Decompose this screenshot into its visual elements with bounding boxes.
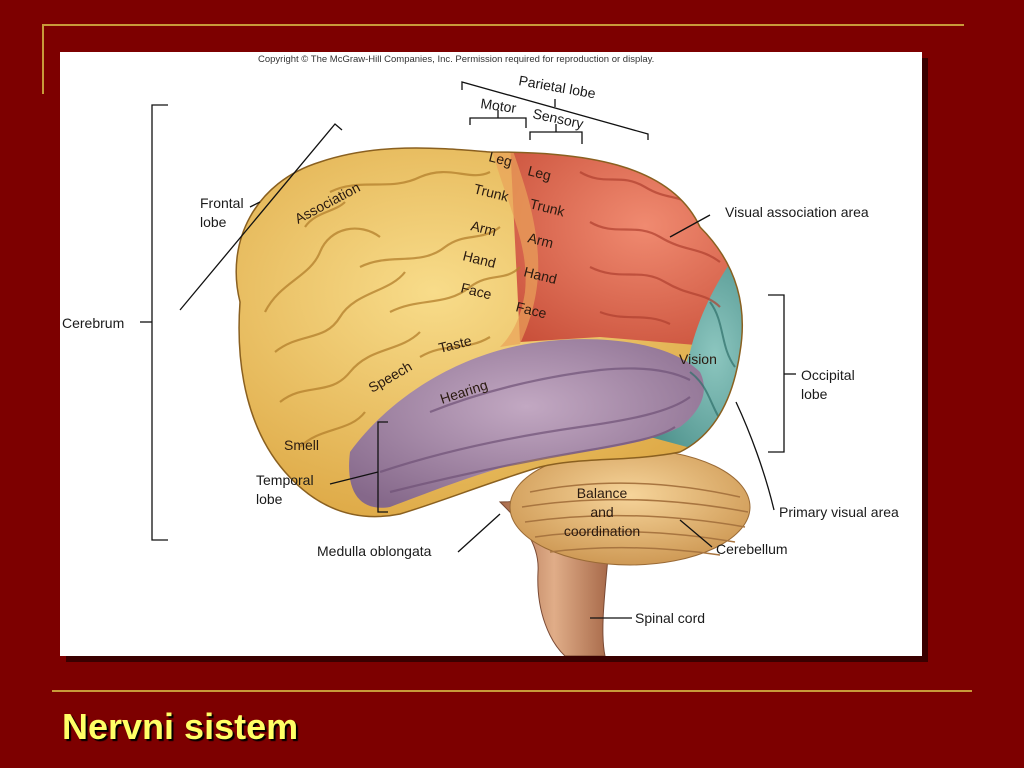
region-balance-3: coordination xyxy=(564,523,640,539)
region-vision: Vision xyxy=(679,351,717,367)
top-divider xyxy=(42,24,964,26)
label-cerebellum: Cerebellum xyxy=(716,541,788,557)
region-motor-leg: Leg xyxy=(487,148,514,169)
region-sensory-face: Face xyxy=(514,298,548,321)
cerebrum-regions xyxy=(236,147,743,517)
region-taste: Taste xyxy=(437,332,474,356)
region-sensory-leg: Leg xyxy=(526,162,553,183)
region-balance-1: Balance xyxy=(577,485,628,501)
motor-bracket xyxy=(469,117,527,128)
label-occipital-lobe-1: Occipital xyxy=(801,367,855,383)
label-frontal-lobe-2: lobe xyxy=(200,214,227,230)
left-divider xyxy=(42,24,44,94)
label-temporal-lobe-2: lobe xyxy=(256,491,283,507)
region-sensory-arm: Arm xyxy=(526,229,555,251)
bottom-divider xyxy=(52,690,972,692)
slide-title: Nervni sistem xyxy=(62,706,299,747)
label-primary-visual-area: Primary visual area xyxy=(779,504,899,520)
region-balance-2: and xyxy=(590,504,613,520)
cerebellum-region xyxy=(509,448,751,566)
region-sensory-hand: Hand xyxy=(522,263,558,287)
label-parietal-lobe: Parietal lobe xyxy=(517,72,597,101)
label-visual-association-area: Visual association area xyxy=(725,204,869,220)
region-motor-arm: Arm xyxy=(469,217,498,239)
label-medulla-oblongata: Medulla oblongata xyxy=(317,543,432,559)
sensory-bracket xyxy=(529,131,583,144)
label-frontal-lobe-1: Frontal xyxy=(200,195,244,211)
region-motor-face: Face xyxy=(459,279,493,302)
cerebrum-bracket xyxy=(151,104,168,541)
region-smell: Smell xyxy=(284,437,319,453)
temporal-bracket xyxy=(377,421,388,513)
label-cerebrum: Cerebrum xyxy=(62,315,124,331)
label-occipital-lobe-2: lobe xyxy=(801,386,828,402)
parietal-bracket xyxy=(461,81,649,140)
frontal-bracket xyxy=(179,123,343,311)
motor-cortex-strip xyxy=(490,147,539,347)
temporal-lobe-region xyxy=(349,339,704,508)
brain-diagram: Copyright © The McGraw-Hill Companies, I… xyxy=(62,54,899,656)
label-motor: Motor xyxy=(480,95,518,116)
region-motor-hand: Hand xyxy=(461,247,497,271)
copyright-text: Copyright © The McGraw-Hill Companies, I… xyxy=(258,54,654,65)
occipital-bracket xyxy=(768,294,785,453)
cerebrum-outline xyxy=(235,147,743,518)
label-spinal-cord: Spinal cord xyxy=(635,610,705,626)
brain-figure-panel: Copyright © The McGraw-Hill Companies, I… xyxy=(60,52,922,656)
leader-lines xyxy=(140,81,796,619)
label-temporal-lobe-1: Temporal xyxy=(256,472,314,488)
